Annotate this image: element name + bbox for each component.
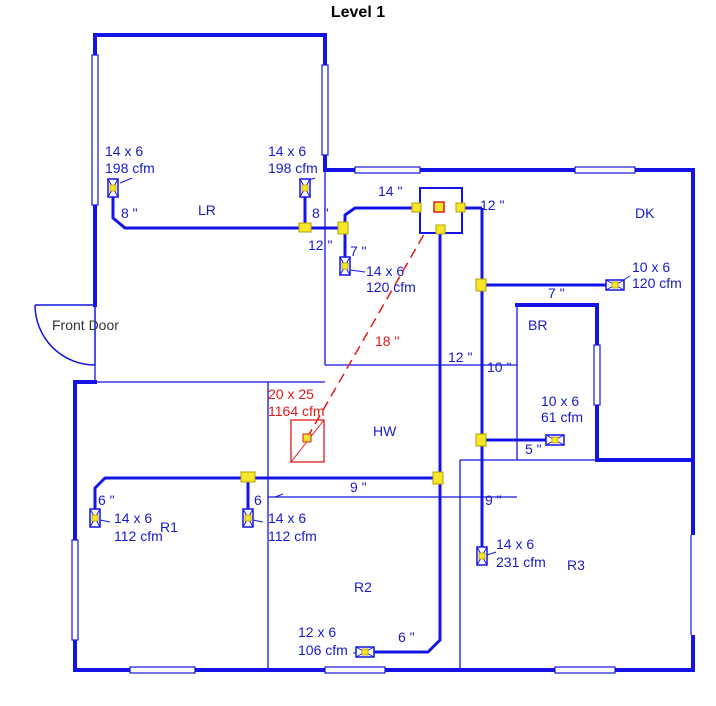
interior-walls — [94, 170, 693, 670]
room-br-label: BR — [528, 317, 547, 333]
room-lr-label: LR — [198, 202, 216, 218]
register-r2-size: 12 x 6 — [298, 624, 336, 640]
register-r1-left-icon — [89, 508, 101, 528]
register-lr-left-flow: 198 cfm — [105, 160, 155, 176]
register-r3-icon — [476, 546, 488, 566]
register-br-icon — [545, 434, 565, 446]
register-mid-icon — [339, 256, 351, 276]
duct-size-14: 14 " — [378, 183, 402, 199]
duct-size-6-r2: 6 " — [398, 629, 415, 645]
register-r3-size: 14 x 6 — [496, 536, 534, 552]
duct-size-18-return: 18 " — [375, 333, 399, 349]
duct-size-9-r3: 9 " — [485, 492, 502, 508]
return-grille-flow: 1164 cfm — [268, 403, 325, 419]
duct-size-8-left: 8 " — [121, 205, 138, 221]
register-r1-left-flow: 112 cfm — [114, 528, 163, 544]
plan-title: Level 1 — [330, 4, 386, 21]
register-lr-right-flow: 198 cfm — [268, 160, 318, 176]
duct-size-10: 10 " — [487, 359, 511, 375]
return-grille-size: 20 x 25 — [268, 386, 314, 402]
furnace-plenum — [411, 187, 466, 235]
register-mid-size: 14 x 6 — [366, 263, 404, 279]
register-r1-right-size: 14 x 6 — [268, 510, 306, 526]
room-dk-label: DK — [635, 205, 655, 221]
duct-size-12-hw: 12 " — [448, 349, 472, 365]
register-r1-right-icon — [242, 508, 254, 528]
duct-size-7-dk: 7 " — [548, 285, 565, 301]
register-r2-icon — [355, 646, 375, 658]
windows — [71, 54, 636, 674]
register-lr-right-size: 14 x 6 — [268, 143, 306, 159]
duct-size-6-left: 6 " — [98, 492, 115, 508]
front-door-swing — [34, 304, 96, 366]
duct-runs — [93, 195, 610, 654]
register-dk-flow: 120 cfm — [632, 275, 682, 291]
register-r1-right-flow: 112 cfm — [268, 528, 317, 544]
duct-size-5: 5 " — [525, 441, 542, 457]
duct-size-12-top: 12 " — [480, 197, 504, 213]
room-r1-label: R1 — [160, 519, 178, 535]
duct-size-8-right: 8 " — [312, 205, 329, 221]
duct-size-12-tee: 12 " — [308, 237, 332, 253]
room-hw-label: HW — [373, 423, 397, 439]
register-lr-left-icon — [107, 178, 119, 198]
return-grille — [290, 419, 325, 463]
room-r2-label: R2 — [354, 579, 372, 595]
duct-size-7-mid: 7 " — [350, 243, 367, 259]
duct-size-6-right: 6 — [254, 492, 262, 508]
register-dk-icon — [605, 279, 625, 291]
room-r3-label: R3 — [567, 557, 585, 573]
front-door-label: Front Door — [52, 317, 119, 333]
duct-fittings — [240, 221, 487, 485]
duct-size-9-hall: 9 " — [350, 479, 367, 495]
register-lr-right-icon — [299, 178, 311, 198]
register-br-size: 10 x 6 — [541, 393, 579, 409]
register-mid-flow: 120 cfm — [366, 279, 416, 295]
right-wall-opening — [690, 535, 698, 635]
register-r3-flow: 231 cfm — [496, 554, 546, 570]
register-r2-flow: 106 cfm — [298, 642, 348, 658]
register-lr-left-size: 14 x 6 — [105, 143, 143, 159]
register-r1-left-size: 14 x 6 — [114, 510, 152, 526]
register-dk-size: 10 x 6 — [632, 259, 670, 275]
register-br-flow: 61 cfm — [541, 409, 583, 425]
return-air-line — [306, 209, 439, 439]
